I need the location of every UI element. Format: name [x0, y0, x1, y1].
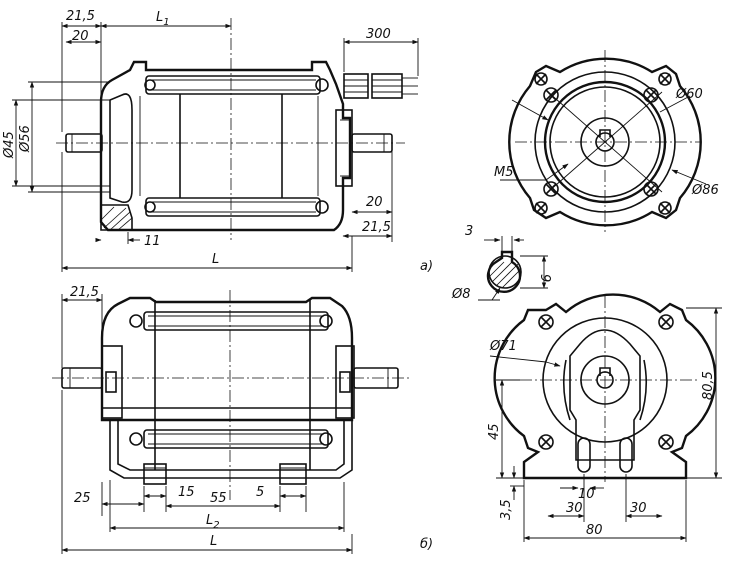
view-b-dim-15: 15	[178, 485, 195, 500]
end-view-a-dim-dia86: Ø86	[691, 183, 719, 198]
end-view-b-dim-dia71: Ø71	[489, 339, 517, 354]
end-view-b-dim-3-5: 3,5	[499, 499, 514, 520]
view-a-dim-L1: L1	[156, 10, 170, 28]
end-view-a: Ø60 M5 Ø86	[494, 50, 719, 232]
end-view-b: Ø71 80,5 45 3,5 10 30 30 80	[487, 293, 722, 542]
shaft-dim-dia8: Ø8	[451, 287, 471, 302]
end-view-b-dim-30-right: 30	[630, 501, 647, 516]
end-view-a-dim-M5: M5	[494, 165, 514, 180]
view-b-dim-L2: L2	[206, 513, 220, 531]
view-b-dim-25: 25	[74, 491, 91, 506]
view-b-dim-5: 5	[256, 485, 264, 500]
view-a-dim-21-5-right: 21,5	[362, 220, 391, 235]
shaft-dim-3: 3	[465, 224, 473, 239]
view-a-dim-21-5: 21,5	[66, 9, 95, 24]
view-b-dim-55: 55	[210, 491, 227, 506]
end-view-b-dim-45: 45	[487, 423, 502, 440]
end-view-a-dim-dia60: Ø60	[675, 87, 703, 102]
view-a-dim-dia45: Ø45	[2, 131, 17, 159]
shaft-dim-9: 9	[537, 274, 552, 282]
view-b-dim-21-5: 21,5	[70, 285, 99, 300]
view-b-label: б)	[420, 537, 433, 552]
end-view-b-dim-80: 80	[586, 523, 603, 538]
view-a-dim-11: 11	[144, 234, 161, 249]
end-view-b-dim-80-5: 80,5	[701, 371, 716, 400]
view-a-label: a)	[420, 259, 433, 274]
view-a-dim-20-right: 20	[366, 195, 383, 210]
view-a-dim-L: L	[212, 252, 219, 267]
end-view-b-dim-30-left: 30	[566, 501, 583, 516]
shaft-section: 3 9 Ø8	[451, 224, 552, 302]
view-b-side-view: 21,5 25 15 55 5 L2 L б)	[52, 285, 433, 554]
view-a-dim-20: 20	[72, 29, 89, 44]
view-a-side-view: 21,5 20 L1 300 Ø45 Ø56 11 L 20	[2, 9, 433, 274]
view-a-dim-300: 300	[366, 27, 391, 42]
end-view-b-dim-10: 10	[578, 487, 595, 502]
view-a-dim-dia56: Ø56	[18, 125, 33, 153]
view-b-dim-L: L	[210, 534, 217, 549]
